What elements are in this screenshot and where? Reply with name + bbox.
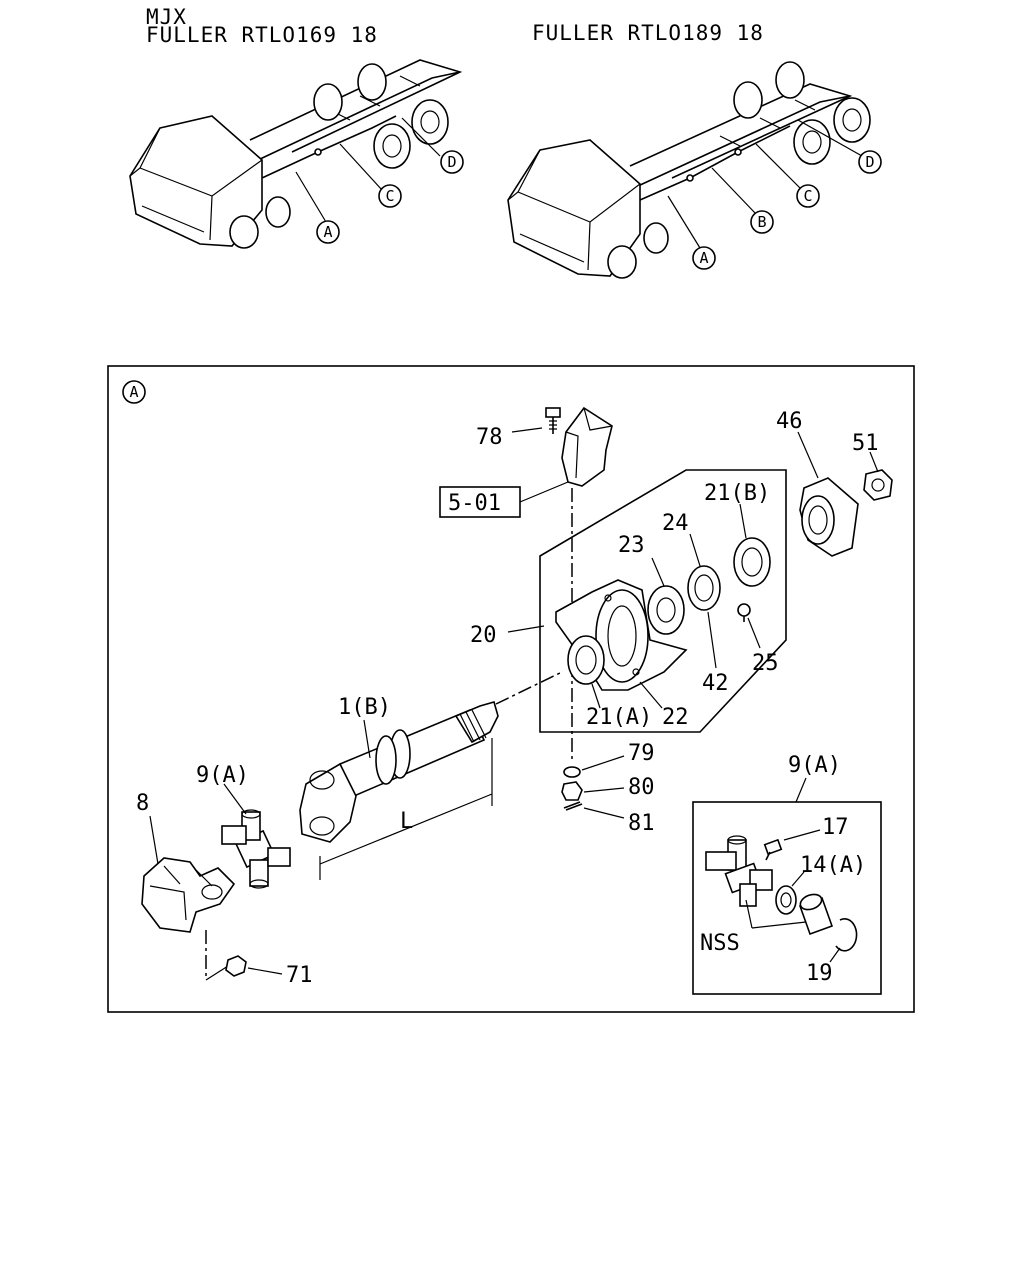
universal-joint-9a xyxy=(221,809,291,889)
bolt-78 xyxy=(545,407,561,434)
model-label: MJX xyxy=(146,5,187,29)
inset-frame-9a xyxy=(692,801,882,995)
bearing-23 xyxy=(647,585,685,635)
callout-C-right: C xyxy=(796,184,820,208)
label-78: 78 xyxy=(476,425,503,450)
label-19: 19 xyxy=(806,961,833,986)
nut-80 xyxy=(561,781,583,801)
left-transmission-label: FULLER RTLO169 18 xyxy=(146,23,378,47)
label-9a: 9(A) xyxy=(196,763,249,788)
label-nss: NSS xyxy=(700,931,740,956)
label-80: 80 xyxy=(628,775,655,800)
label-71: 71 xyxy=(286,963,313,988)
label-42: 42 xyxy=(702,671,729,696)
snap-ring-19 xyxy=(835,918,858,952)
inset-title-9a: 9(A) xyxy=(788,753,841,778)
svg-text:A: A xyxy=(129,383,138,401)
label-24: 24 xyxy=(662,511,689,536)
label-25: 25 xyxy=(752,651,779,676)
label-20: 20 xyxy=(470,623,497,648)
bracket-5-01 xyxy=(561,406,613,487)
svg-text:D: D xyxy=(447,153,456,171)
ref-box-5-01 xyxy=(439,486,521,518)
callout-D-left: D xyxy=(440,150,464,174)
svg-text:A: A xyxy=(323,223,332,241)
label-14a: 14(A) xyxy=(800,853,866,878)
label-51: 51 xyxy=(852,431,879,456)
washer-79 xyxy=(563,766,581,778)
flange-yoke-8 xyxy=(141,857,236,933)
flange-46 xyxy=(799,477,859,557)
dimension-L xyxy=(319,738,493,880)
inset-universal-joint xyxy=(705,835,773,907)
grease-nipple-17 xyxy=(763,838,783,861)
seal-21a xyxy=(567,635,605,685)
label-46: 46 xyxy=(776,409,803,434)
label-5-01: 5-01 xyxy=(448,491,501,516)
detail-frame xyxy=(107,365,915,1013)
right-transmission-label: FULLER RTLO189 18 xyxy=(532,21,764,45)
svg-text:D: D xyxy=(865,153,874,171)
label-21b: 21(B) xyxy=(704,481,770,506)
nut-51 xyxy=(863,469,893,501)
cotter-pin-81 xyxy=(563,801,583,811)
grease-nipple-25 xyxy=(737,603,751,622)
label-23: 23 xyxy=(618,533,645,558)
label-81: 81 xyxy=(628,811,655,836)
right-truck-illustration xyxy=(507,61,871,279)
svg-text:A: A xyxy=(699,249,708,267)
callout-D-right: D xyxy=(858,150,882,174)
callout-C-left: C xyxy=(378,184,402,208)
label-17: 17 xyxy=(822,815,849,840)
callout-B-right: B xyxy=(750,210,774,234)
propeller-shaft-1b xyxy=(299,701,499,843)
label-79: 79 xyxy=(628,741,655,766)
callout-A-left: A xyxy=(316,220,340,244)
svg-text:C: C xyxy=(803,187,812,205)
label-21a: 21(A) xyxy=(586,705,652,730)
seal-21b xyxy=(733,537,771,587)
seal-14a xyxy=(775,885,797,915)
nut-71 xyxy=(225,955,247,977)
spacer-24 xyxy=(687,565,721,611)
left-truck-illustration xyxy=(129,59,463,249)
center-bearing-group-outline xyxy=(539,469,787,733)
label-1b: 1(B) xyxy=(338,695,391,720)
bearing-cup xyxy=(798,893,834,936)
label-22: 22 xyxy=(662,705,689,730)
callout-A-right: A xyxy=(692,246,716,270)
svg-text:C: C xyxy=(385,187,394,205)
section-id-callout: A xyxy=(122,380,146,404)
label-L: L xyxy=(400,809,413,834)
svg-text:B: B xyxy=(757,213,766,231)
label-8: 8 xyxy=(136,791,149,816)
